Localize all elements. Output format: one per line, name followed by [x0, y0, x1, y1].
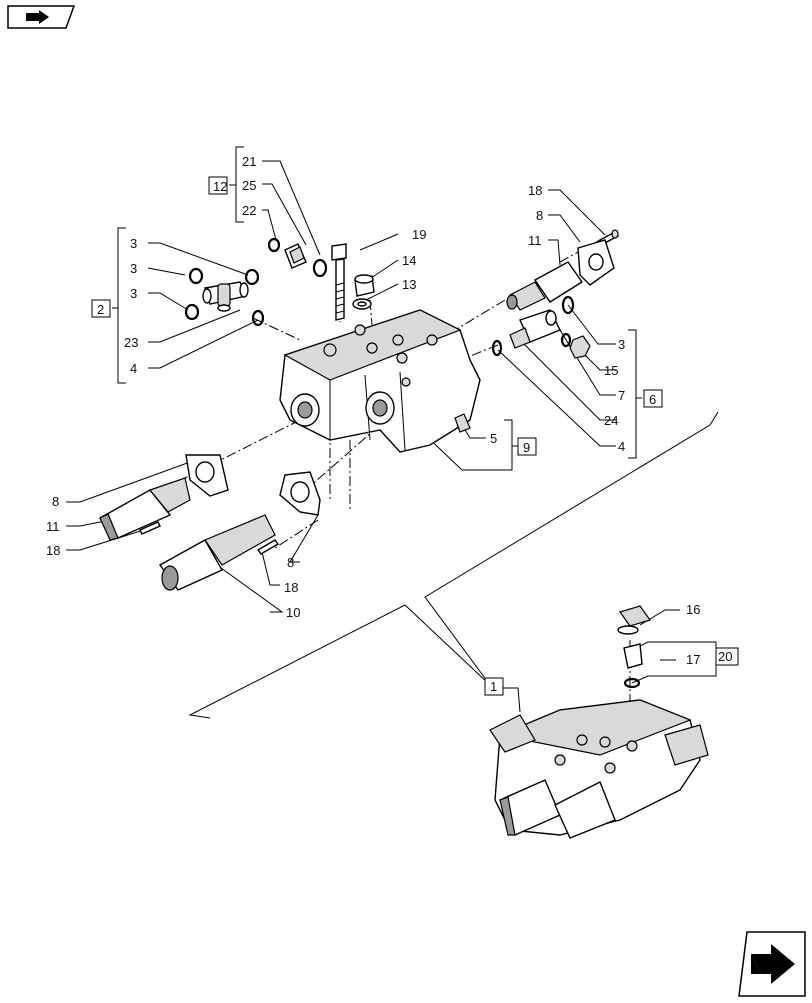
- o-ring-3-top: [244, 268, 260, 286]
- screw-18-left: [139, 521, 161, 535]
- valve-assembly-1: [489, 699, 709, 839]
- label-4-right: 4: [618, 439, 625, 454]
- screw-18-mid: [256, 539, 280, 555]
- label-23: 23: [124, 335, 138, 350]
- label-3-top: 3: [130, 236, 137, 251]
- label-15: 15: [604, 363, 618, 378]
- flange-8-top: [577, 239, 615, 286]
- bolt-19: [331, 243, 347, 321]
- valve-body: [279, 309, 481, 453]
- label-8-mid: 8: [287, 555, 294, 570]
- o-ring-4-left: [251, 309, 265, 327]
- solenoid-11-left: [98, 477, 191, 541]
- label-11-top: 11: [528, 233, 542, 248]
- label-24: 24: [604, 413, 618, 428]
- sensor-20: [623, 643, 643, 689]
- nut-15: [569, 335, 591, 359]
- nav-forward-icon[interactable]: [737, 930, 807, 998]
- label-20: 20: [718, 649, 732, 664]
- callout-box-1: [484, 677, 504, 696]
- label-19: 19: [412, 227, 426, 242]
- label-13: 13: [402, 277, 416, 292]
- clip-16: [617, 605, 651, 635]
- flange-8-left: [185, 454, 229, 497]
- nav-back-icon[interactable]: [6, 4, 76, 30]
- label-4-left: 4: [130, 361, 137, 376]
- plug-5: [454, 413, 471, 433]
- label-7: 7: [618, 388, 625, 403]
- label-8-top: 8: [536, 208, 543, 223]
- label-5: 5: [490, 431, 497, 446]
- label-2: 2: [97, 302, 104, 317]
- label-25: 25: [242, 178, 256, 193]
- o-ring-21: [312, 258, 328, 278]
- label-6: 6: [649, 392, 656, 407]
- o-ring-22: [267, 237, 281, 253]
- label-8-left: 8: [52, 494, 59, 509]
- o-ring-3-right: [561, 295, 575, 315]
- check-valve-7: [509, 309, 561, 349]
- solenoid-11-top: [506, 261, 583, 311]
- label-3-mid: 3: [130, 261, 137, 276]
- callout-box-20: [715, 647, 739, 666]
- label-18-mid: 18: [284, 580, 298, 595]
- callout-box-2: [91, 299, 111, 318]
- label-10: 10: [286, 605, 300, 620]
- o-ring-4-right: [491, 339, 503, 357]
- callout-box-6: [643, 389, 663, 408]
- label-18-top: 18: [528, 183, 542, 198]
- label-12: 12: [213, 179, 227, 194]
- flange-8-mid: [279, 471, 321, 516]
- o-ring-24: [560, 332, 572, 348]
- tee-fitting-23: [202, 281, 249, 312]
- label-3-low: 3: [130, 286, 137, 301]
- label-18-left: 18: [46, 543, 60, 558]
- o-ring-3-low: [184, 303, 200, 321]
- callout-labels: 21 25 22 12 3 3 3 2 23 4 19 14 13 18 8 1…: [46, 154, 732, 694]
- label-16: 16: [686, 602, 700, 617]
- alignment-lines: [174, 239, 631, 740]
- label-14: 14: [402, 253, 416, 268]
- adapter-25: [284, 243, 307, 269]
- label-11-left: 11: [46, 519, 60, 534]
- washer-13: [352, 298, 372, 310]
- o-ring-3-mid: [188, 267, 204, 285]
- callout-box-12: [208, 176, 228, 195]
- leader-lines: [66, 146, 719, 719]
- label-9: 9: [523, 440, 530, 455]
- label-22: 22: [242, 203, 256, 218]
- label-21: 21: [242, 154, 256, 169]
- plug-14: [354, 274, 375, 297]
- callout-box-9: [517, 437, 537, 456]
- label-1: 1: [490, 679, 497, 694]
- solenoid-10: [158, 514, 276, 591]
- label-3-right: 3: [618, 337, 625, 352]
- label-17: 17: [686, 652, 700, 667]
